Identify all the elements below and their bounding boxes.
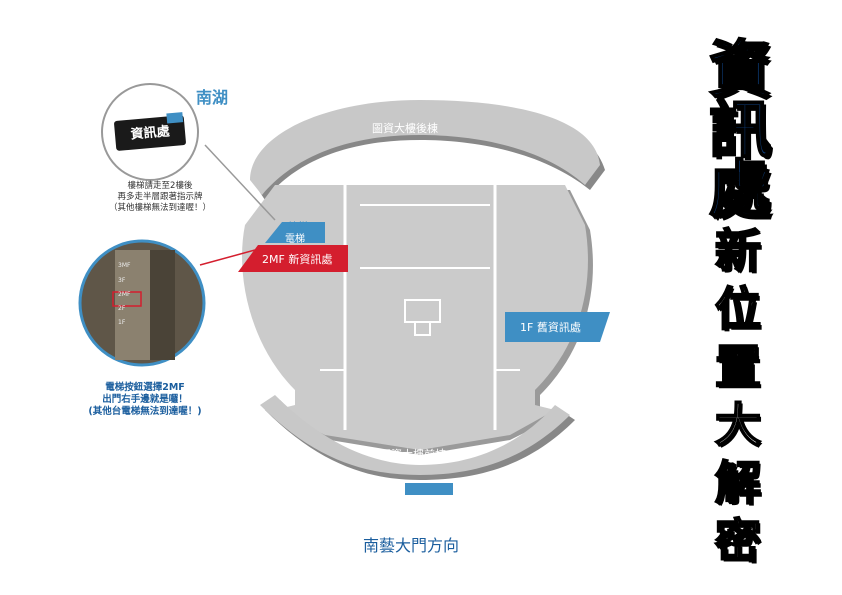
title-sub-char-2: 位 [714, 281, 762, 337]
elevator-button-3f: 3F [118, 277, 126, 284]
title-sub: 新 位 置 大 解 密 [693, 222, 783, 570]
old-office-tag [505, 312, 610, 342]
elevator-button-2f: 2F [118, 305, 126, 312]
elevator-photo [78, 239, 206, 367]
title-sub-char-6: 密 [714, 513, 762, 569]
stairs-label: 樓梯 [288, 222, 308, 233]
title-char-2: 訊 [708, 93, 772, 166]
title-sub-char-3: 置 [714, 339, 762, 395]
title-sub-char-4: 大 [714, 397, 762, 453]
elevator-label: 電梯 [285, 234, 305, 245]
central-building-shape [242, 150, 593, 455]
entrance-marker [405, 483, 453, 495]
elevator-note: 電梯按鈕選擇2MF 出門右手邊就是囉！ (其他台電梯無法到達喔！) [88, 382, 202, 417]
gate-direction-label: 南藝大門方向 [363, 536, 460, 555]
sign-photo [101, 83, 199, 181]
back-building-label: 圖資大樓後棟 [372, 122, 438, 135]
title-char-3: 處 [708, 153, 772, 226]
elevator-button-2mf: 2MF [118, 291, 131, 298]
title-main: 資 訊 處 [690, 33, 790, 226]
title-char-1: 資 [708, 33, 772, 106]
stairs-elevator-tag [265, 222, 325, 243]
stairs-note: 樓梯請走至2樓後 再多走半層跟著指示牌 （其他樓梯無法到達喔！） [108, 181, 211, 213]
back-building-shape [250, 100, 605, 200]
elevator-button-panel: 3MF 3F 2MF 2F 1F [118, 258, 140, 330]
elevator-button-1f: 1F [118, 319, 126, 326]
new-office-label: 2MF 新資訊處 [262, 253, 333, 266]
title-sub-char-5: 解 [714, 455, 762, 511]
old-office-label: 1F 舊資訊處 [520, 321, 581, 334]
location-label: 南湖 [196, 88, 229, 107]
new-office-tag [238, 245, 348, 272]
front-building-label: 圖資大樓前棟 [380, 448, 446, 461]
front-building-shape [260, 395, 575, 480]
elevator-button-3mf: 3MF [118, 262, 131, 269]
title-sub-char-1: 新 [714, 223, 762, 279]
